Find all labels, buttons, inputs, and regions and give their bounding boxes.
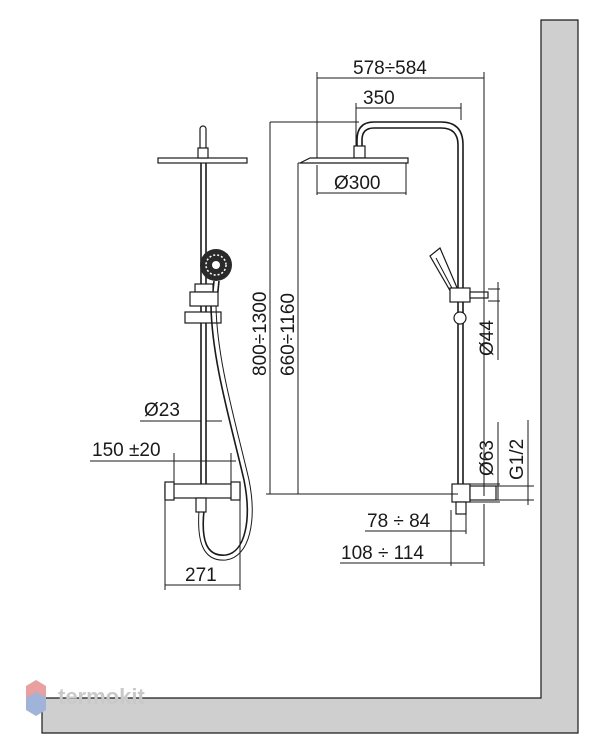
slider-holder-side <box>449 287 471 303</box>
dim-height-head: 660÷1160 <box>278 293 299 376</box>
dim-width-overall: 578÷584 <box>353 58 427 79</box>
dim-head-diameter: Ø300 <box>334 173 380 194</box>
dim-thread: G1/2 <box>507 439 528 480</box>
dim-body-diameter: Ø63 <box>477 440 498 476</box>
dim-mixer-width: 271 <box>185 565 217 586</box>
slider-holder-front <box>184 311 222 324</box>
wall-and-floor-section <box>41 19 579 734</box>
hexagon-logo-icon <box>26 680 46 716</box>
hand-shower-front <box>200 249 232 301</box>
thermostatic-mixer-front <box>164 481 241 513</box>
dim-hand-holder-diameter: Ø44 <box>477 320 498 356</box>
brand-watermark: termokit <box>26 680 145 716</box>
side-view <box>266 72 534 566</box>
dim-offset-large: 108 ÷ 114 <box>341 543 424 564</box>
dim-centres: 150 ±20 <box>92 440 161 461</box>
rain-head-side <box>299 157 409 164</box>
dim-offset-small: 78 ÷ 84 <box>367 511 431 532</box>
hand-shower-side <box>429 247 459 295</box>
brand-name: termokit <box>58 684 145 709</box>
dimension-labels: 578÷584 350 Ø300 800÷1300 660÷1160 Ø44 Ø… <box>92 58 528 586</box>
dim-height-adjust: 800÷1300 <box>250 292 271 376</box>
rain-head-front <box>157 157 248 164</box>
dim-arm-reach: 350 <box>363 88 395 109</box>
mixer-body-side <box>451 483 497 515</box>
front-view <box>90 125 253 590</box>
dim-pipe-diameter: Ø23 <box>144 400 180 421</box>
